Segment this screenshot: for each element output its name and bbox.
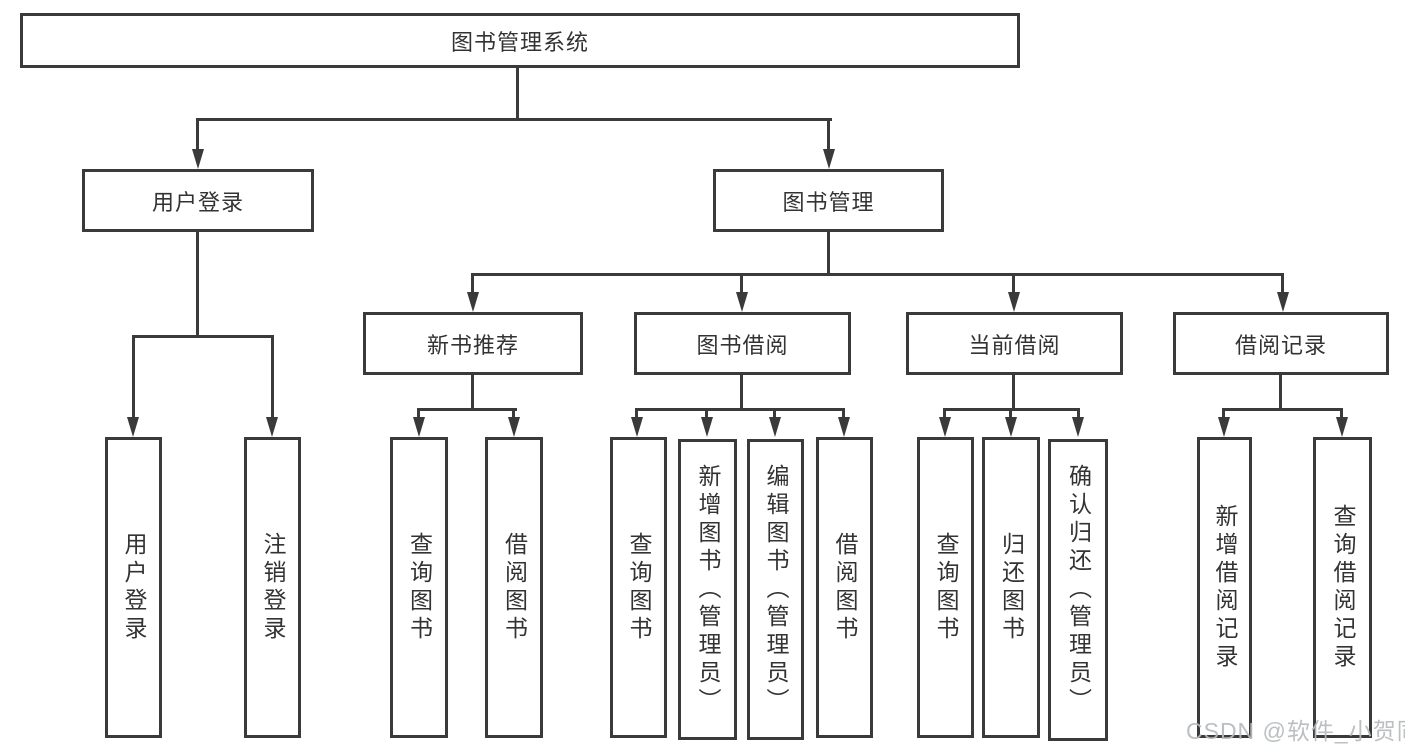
leaf-edit-books-admin: 编辑图书（管理员） (747, 439, 804, 740)
node-user-login-label: 用户登录 (151, 189, 244, 215)
leaf-query-books-borrow: 查询图书 (610, 437, 667, 738)
arrow-down-icon (838, 417, 850, 437)
connector-line (827, 232, 830, 276)
leaf-user-login-label: 用户登录 (121, 531, 147, 644)
leaf-query-borrow-record: 查询借阅记录 (1313, 437, 1372, 738)
node-book-borrowing-label: 图书借阅 (696, 332, 789, 358)
root-node-book-management-system: 图书管理系统 (20, 13, 1020, 68)
node-new-book-recommend-label: 新书推荐 (426, 332, 519, 358)
root-node-label: 图书管理系统 (450, 29, 589, 55)
leaf-label: 新增借阅记录 (1212, 503, 1238, 672)
connector-line (196, 118, 832, 121)
connector-line (132, 335, 274, 338)
leaf-query-books-recommend: 查询图书 (390, 437, 448, 738)
arrow-down-icon (266, 417, 278, 437)
connector-line (271, 335, 274, 420)
connector-line (132, 335, 135, 420)
connector-line (516, 68, 519, 118)
node-book-borrowing: 图书借阅 (634, 312, 851, 375)
connector-line (1279, 375, 1282, 411)
node-user-login: 用户登录 (82, 169, 314, 232)
leaf-label: 新增图书（管理员） (695, 463, 721, 716)
arrow-down-icon (1336, 417, 1348, 437)
arrow-down-icon (823, 149, 835, 169)
connector-line (827, 118, 830, 152)
connector-line (196, 118, 199, 152)
connector-line (471, 375, 474, 411)
node-book-management: 图书管理 (713, 169, 944, 232)
leaf-add-borrow-record: 新增借阅记录 (1197, 437, 1252, 738)
leaf-label: 查询借阅记录 (1330, 503, 1356, 672)
arrow-down-icon (631, 417, 643, 437)
connector-line (471, 273, 474, 295)
connector-line (842, 408, 845, 422)
arrow-down-icon (736, 292, 748, 312)
leaf-logout-label: 注销登录 (260, 531, 286, 644)
connector-line (740, 273, 743, 295)
connector-line (740, 375, 743, 411)
connector-line (1281, 273, 1284, 295)
connector-line (1012, 273, 1015, 295)
leaf-label: 查询图书 (933, 531, 959, 644)
connector-line (417, 408, 517, 411)
node-borrow-records-label: 借阅记录 (1234, 332, 1327, 358)
node-borrow-records: 借阅记录 (1173, 312, 1389, 375)
connector-line (635, 408, 638, 422)
connector-line (705, 408, 708, 422)
leaf-user-login: 用户登录 (105, 437, 162, 738)
leaf-borrow-books-recommend: 借阅图书 (485, 437, 543, 738)
connector-line (635, 408, 845, 411)
leaf-label: 归还图书 (998, 531, 1025, 644)
connector-line (1012, 375, 1015, 411)
connector-line (773, 408, 776, 422)
arrow-down-icon (127, 417, 139, 437)
leaf-label: 借阅图书 (501, 531, 528, 644)
connector-line (196, 232, 199, 338)
leaf-borrow-books: 借阅图书 (816, 437, 873, 738)
leaf-label: 查询图书 (626, 531, 652, 644)
connector-line (1222, 408, 1343, 411)
arrow-down-icon (1218, 417, 1230, 437)
leaf-label: 借阅图书 (832, 531, 858, 644)
connector-line (943, 408, 946, 422)
node-current-borrowing-label: 当前借阅 (968, 332, 1061, 358)
watermark: CSDN @软件_小贺同学 (1186, 718, 1405, 744)
connector-line (512, 408, 515, 422)
connector-line (471, 273, 1284, 276)
arrow-down-icon (939, 417, 951, 437)
connector-line (417, 408, 420, 422)
connector-line (1222, 408, 1225, 422)
leaf-logout: 注销登录 (244, 437, 301, 738)
arrow-down-icon (701, 417, 713, 437)
leaf-label: 查询图书 (406, 531, 433, 644)
arrow-down-icon (1005, 417, 1017, 437)
arrow-down-icon (1072, 417, 1084, 437)
leaf-label: 确认归还（管理员） (1065, 464, 1092, 716)
arrow-down-icon (508, 417, 520, 437)
connector-line (1009, 408, 1012, 422)
connector-line (1077, 408, 1080, 422)
leaf-add-books-admin: 新增图书（管理员） (678, 439, 737, 740)
arrow-down-icon (769, 417, 781, 437)
arrow-down-icon (467, 292, 479, 312)
node-current-borrowing: 当前借阅 (906, 312, 1123, 375)
node-new-book-recommend: 新书推荐 (363, 312, 583, 375)
arrow-down-icon (192, 149, 204, 169)
leaf-label: 编辑图书（管理员） (763, 463, 789, 716)
arrow-down-icon (1277, 292, 1289, 312)
leaf-confirm-return-admin: 确认归还（管理员） (1048, 439, 1108, 741)
node-book-management-label: 图书管理 (782, 189, 875, 215)
leaf-return-books: 归还图书 (982, 437, 1040, 738)
leaf-query-books-current: 查询图书 (917, 437, 974, 738)
arrow-down-icon (413, 417, 425, 437)
arrow-down-icon (1008, 292, 1020, 312)
connector-line (1340, 408, 1343, 422)
